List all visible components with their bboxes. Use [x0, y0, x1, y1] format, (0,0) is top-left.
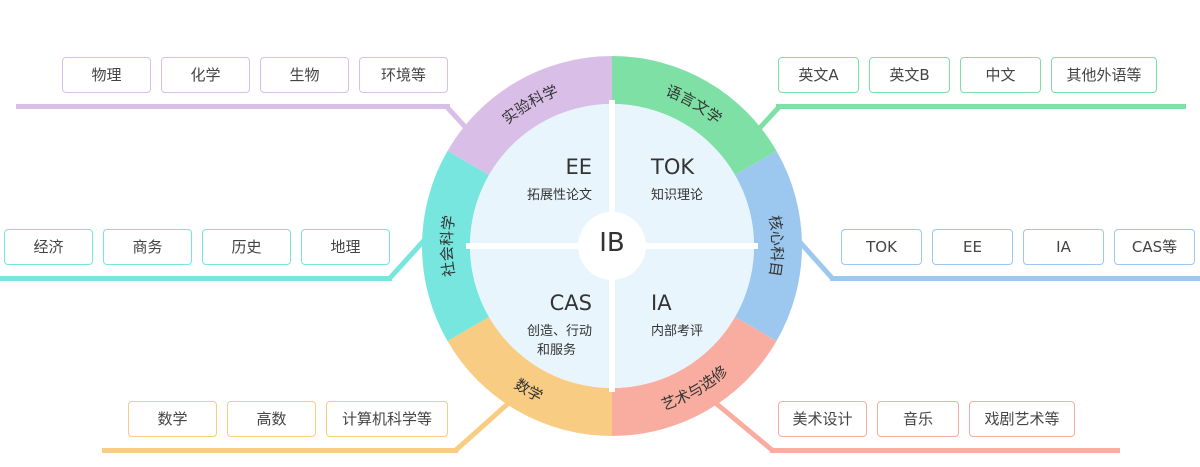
- quadrant-cas-desc2: 和服务: [536, 343, 576, 358]
- tag-language-chinese[interactable]: 中文: [960, 57, 1041, 93]
- ring-segment-social: [421, 151, 490, 341]
- social-connector-diagonal: [388, 234, 430, 280]
- tag-core-cas[interactable]: CAS等: [1114, 229, 1195, 265]
- tag-arts-music[interactable]: 音乐: [877, 401, 959, 437]
- tag-social-history[interactable]: 历史: [202, 229, 291, 265]
- tag-core-ia[interactable]: IA: [1023, 229, 1104, 265]
- tag-language-english-a[interactable]: 英文A: [778, 57, 859, 93]
- tag-arts-design[interactable]: 美术设计: [778, 401, 867, 437]
- center-label: IB: [599, 228, 625, 258]
- tag-social-economics[interactable]: 经济: [4, 229, 93, 265]
- ring-segment-core: [734, 151, 802, 341]
- quadrant-tok-code: TOK: [651, 155, 695, 179]
- quadrant-ee-desc: 拓展性论文: [526, 188, 592, 203]
- science-connector-line: [16, 104, 450, 109]
- tag-science-environment[interactable]: 环境等: [359, 57, 448, 93]
- quadrant-tok-desc: 知识理论: [651, 188, 704, 203]
- ring-segment-language: [612, 56, 777, 175]
- tag-language-other[interactable]: 其他外语等: [1051, 57, 1157, 93]
- tag-math-higher[interactable]: 高数: [227, 401, 316, 437]
- center-circle: [578, 212, 646, 280]
- tag-math-math[interactable]: 数学: [128, 401, 217, 437]
- tag-core-ee[interactable]: EE: [932, 229, 1013, 265]
- ring-segment-science: [447, 56, 612, 175]
- social-connector-line: [0, 276, 392, 281]
- tag-science-biology[interactable]: 生物: [260, 57, 349, 93]
- quadrant-ee-code: EE: [565, 155, 592, 179]
- math-connector-diagonal: [454, 398, 514, 452]
- ring-segment-math: [447, 317, 612, 436]
- tag-core-tok[interactable]: TOK: [841, 229, 922, 265]
- quadrant-ia-code: IA: [651, 291, 672, 315]
- language-connector-line: [776, 104, 1186, 109]
- tag-social-geography[interactable]: 地理: [301, 229, 390, 265]
- tag-social-business[interactable]: 商务: [103, 229, 192, 265]
- tag-science-physics[interactable]: 物理: [62, 57, 151, 93]
- science-connector-diagonal: [444, 104, 470, 132]
- quadrant-cas-code: CAS: [549, 291, 592, 315]
- quadrant-ia-desc: 内部考评: [651, 324, 704, 339]
- arts-connector-diagonal: [710, 398, 774, 452]
- tag-math-cs[interactable]: 计算机科学等: [326, 401, 448, 437]
- tag-language-english-b[interactable]: 英文B: [869, 57, 950, 93]
- quadrant-cas-desc: 创造、行动: [526, 324, 592, 339]
- tag-arts-drama[interactable]: 戏剧艺术等: [969, 401, 1075, 437]
- ring-segment-arts: [612, 317, 777, 436]
- core-connector-line: [830, 276, 1200, 281]
- math-connector-line: [102, 448, 458, 453]
- tag-science-chemistry[interactable]: 化学: [161, 57, 250, 93]
- arts-connector-line: [770, 448, 1120, 453]
- core-connector-diagonal: [796, 238, 834, 280]
